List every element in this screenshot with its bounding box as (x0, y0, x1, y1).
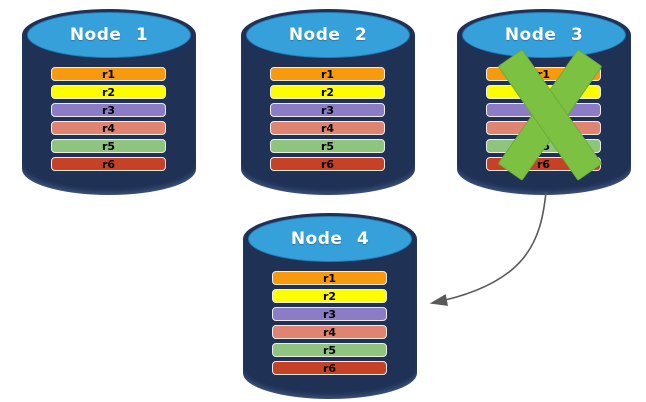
node-1-cylinder-top: Node 1 (27, 12, 191, 58)
node-1-row-r3: r3 (51, 103, 166, 117)
row-label: r4 (101, 121, 116, 135)
node-4-row-r4: r4 (272, 325, 387, 339)
row-label: r2 (322, 289, 337, 303)
node-4-row-r3: r3 (272, 307, 387, 321)
node-1-rows: r1 r2 r3 r4 r5 r6 (51, 67, 166, 171)
failure-x-mark (493, 44, 607, 186)
node-2-cylinder-top: Node 2 (246, 12, 410, 58)
row-label: r5 (101, 139, 116, 153)
node-4-title: Node 4 (290, 229, 370, 249)
row-label: r6 (322, 361, 337, 375)
node-2-row-r4: r4 (270, 121, 385, 135)
node-1-title: Node 1 (69, 25, 149, 45)
node-4-cylinder-top: Node 4 (248, 216, 412, 262)
row-label: r4 (320, 121, 335, 135)
row-label: r1 (320, 67, 335, 81)
row-label: r3 (101, 103, 116, 117)
node-1-row-r6: r6 (51, 157, 166, 171)
node-1-row-r5: r5 (51, 139, 166, 153)
row-label: r6 (101, 157, 116, 171)
row-label: r2 (320, 85, 335, 99)
node-4: Node 4 r1 r2 r3 r4 r5 r6 (243, 213, 417, 399)
node-4-row-r1: r1 (272, 271, 387, 285)
node-1-row-r2: r2 (51, 85, 166, 99)
node-1-row-r4: r4 (51, 121, 166, 135)
row-label: r5 (320, 139, 335, 153)
row-label: r5 (322, 343, 337, 357)
arrow-path (429, 191, 547, 306)
node-2-row-r1: r1 (270, 67, 385, 81)
node-2-rows: r1 r2 r3 r4 r5 r6 (270, 67, 385, 171)
node-1-row-r1: r1 (51, 67, 166, 81)
row-label: r3 (320, 103, 335, 117)
row-label: r1 (322, 271, 337, 285)
row-label: r1 (536, 67, 551, 81)
row-label: r4 (322, 325, 337, 339)
node-4-rows: r1 r2 r3 r4 r5 r6 (272, 271, 387, 375)
row-label: r3 (322, 307, 337, 321)
row-label: r2 (101, 85, 116, 99)
node-3-title: Node 3 (504, 25, 584, 45)
node-2-row-r6: r6 (270, 157, 385, 171)
row-label: r1 (101, 67, 116, 81)
row-label: r6 (536, 157, 551, 171)
node-1: Node 1 r1 r2 r3 r4 r5 r6 (22, 9, 196, 195)
node-3-cylinder-top: Node 3 (462, 12, 626, 58)
node-2-title: Node 2 (288, 25, 368, 45)
row-label: r6 (320, 157, 335, 171)
node-3: Node 3 r1 r2 r3 r4 r5 r6 (457, 9, 631, 195)
node-2-row-r3: r3 (270, 103, 385, 117)
node-2-row-r5: r5 (270, 139, 385, 153)
node-2-row-r2: r2 (270, 85, 385, 99)
node-4-row-r2: r2 (272, 289, 387, 303)
node-2: Node 2 r1 r2 r3 r4 r5 r6 (241, 9, 415, 195)
node-4-row-r5: r5 (272, 343, 387, 357)
node-4-row-r6: r6 (272, 361, 387, 375)
